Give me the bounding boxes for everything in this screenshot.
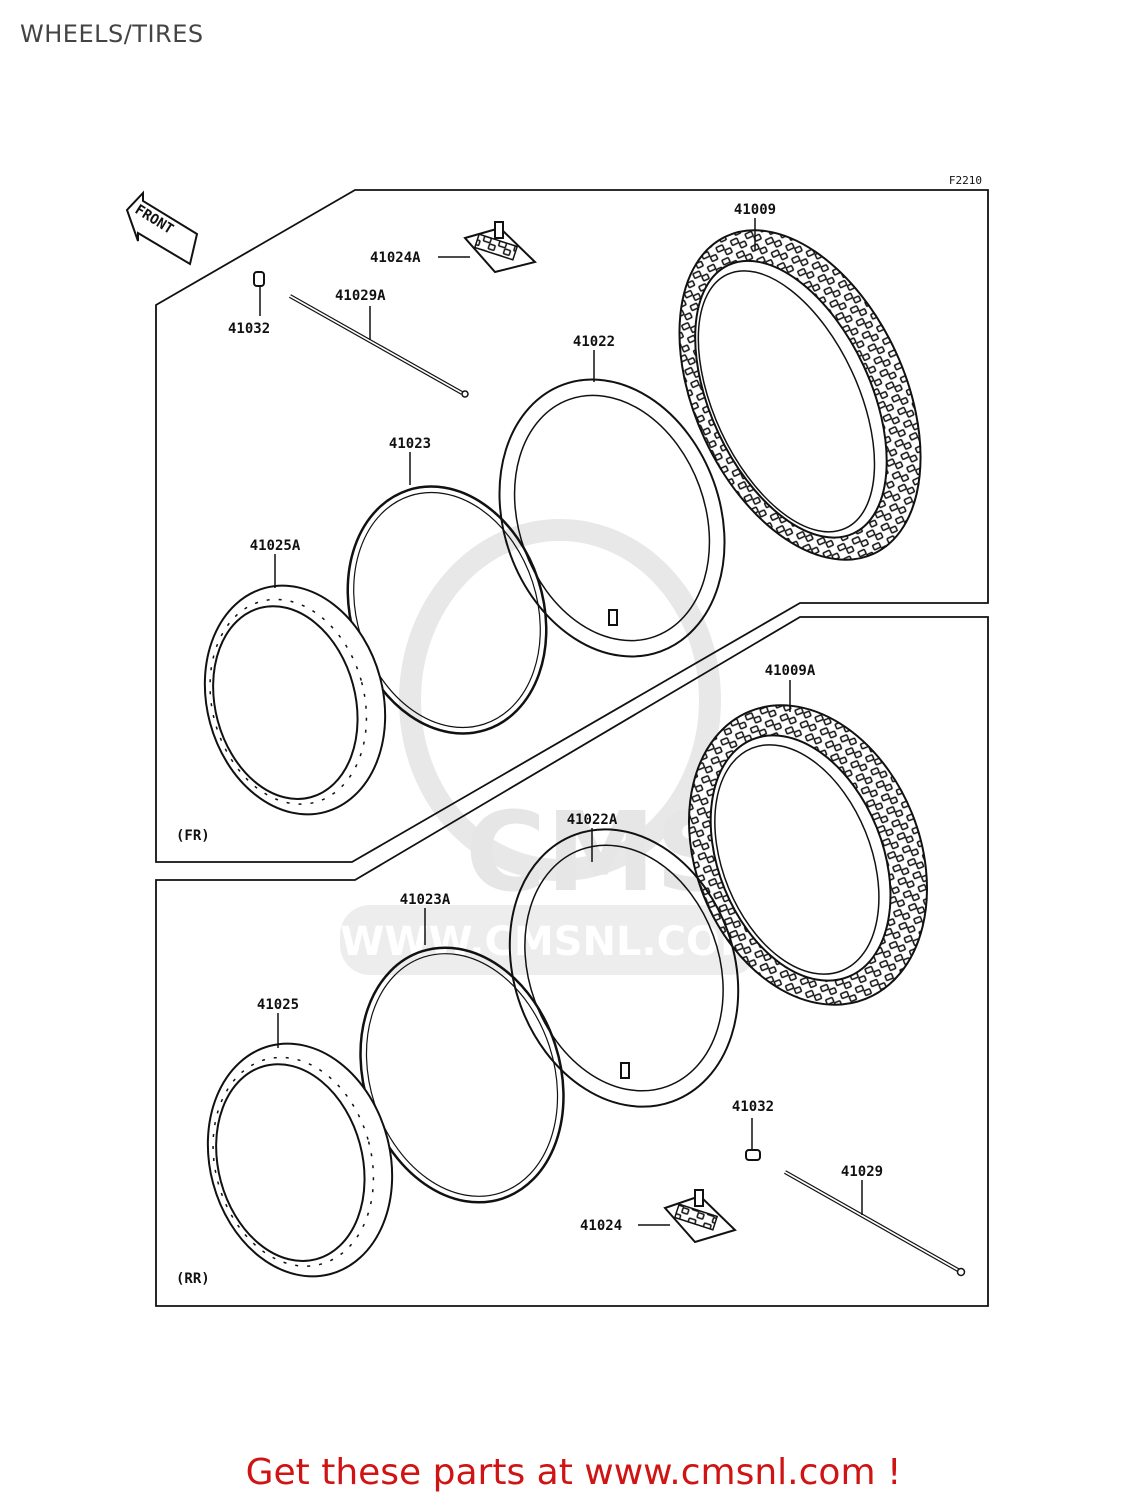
part-label-41024A: 41024A [370, 250, 421, 266]
front-spoke-nipple [253, 271, 265, 316]
section-label-rear: (RR) [176, 1271, 210, 1287]
part-label-41023A: 41023A [400, 892, 451, 908]
part-label-41023: 41023 [389, 436, 431, 452]
parts-diagram: CMS WWW.CMSNL.COM F2210 FRONT 41009 4102… [125, 174, 989, 1307]
rear-spoke [784, 1170, 966, 1277]
rear-rim [206, 1042, 394, 1278]
footer-link[interactable]: Get these parts at www.cmsnl.com ! [245, 1452, 902, 1493]
part-label-41032-rear: 41032 [732, 1099, 774, 1115]
part-label-41029: 41029 [841, 1164, 883, 1180]
part-label-41029A: 41029A [335, 288, 386, 304]
part-label-41024: 41024 [580, 1218, 622, 1234]
diagram-code: F2210 [949, 174, 982, 187]
part-label-41025A: 41025A [250, 538, 301, 554]
front-spoke [289, 294, 469, 398]
part-label-41022A: 41022A [567, 812, 618, 828]
part-label-41025: 41025 [257, 997, 299, 1013]
section-label-front: (FR) [176, 828, 210, 844]
rear-spoke-nipple [745, 1118, 761, 1161]
page-title: WHEELS/TIRES [20, 20, 204, 48]
front-section-frame [155, 189, 989, 863]
watermark-url-text: WWW.CMSNL.COM [340, 919, 760, 965]
rear-tire [688, 704, 928, 1006]
part-label-41009: 41009 [734, 202, 776, 218]
rear-section-frame [155, 616, 989, 1307]
rear-rim-lock [663, 1189, 737, 1244]
front-arrow-icon: FRONT [125, 190, 199, 266]
front-rim-lock [463, 221, 537, 274]
front-rim [203, 584, 387, 816]
part-label-41022: 41022 [573, 334, 615, 350]
part-label-41032-front: 41032 [228, 321, 270, 337]
front-tire [678, 229, 922, 561]
part-label-41009A: 41009A [765, 663, 816, 679]
watermark: CMS WWW.CMSNL.COM [340, 519, 760, 975]
